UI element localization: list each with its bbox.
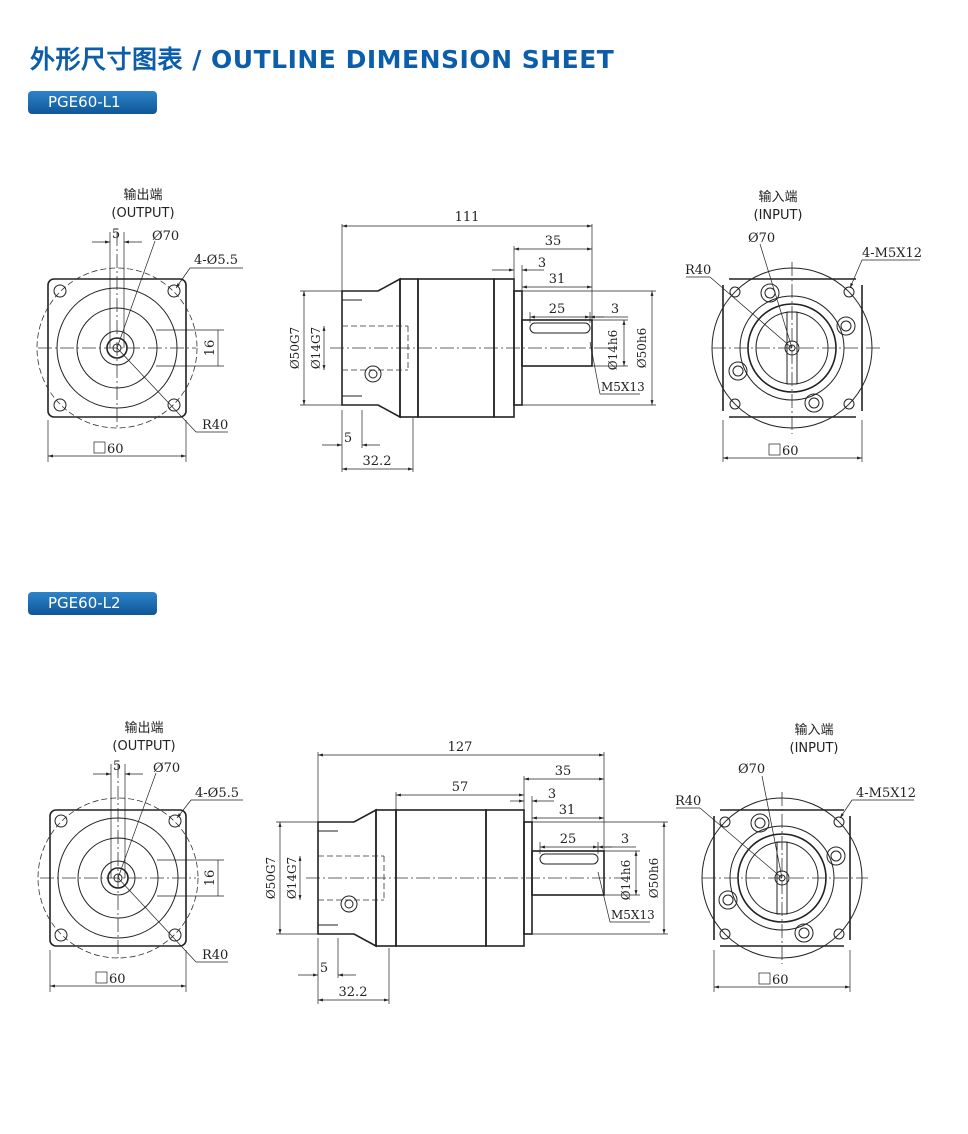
side-view-l2: 127 57 35 3 31 25 3 Ø50G7 Ø14G7 — [264, 740, 668, 1004]
dim-31: 31 — [559, 803, 576, 818]
screw-hole — [794, 923, 814, 943]
mount-hole — [53, 398, 67, 412]
output-view-l2: 输出端 (OUTPUT) 5 Ø70 4-Ø5.5 — [37, 720, 243, 992]
output-label-en: (OUTPUT) — [112, 739, 175, 754]
mount-hole — [53, 284, 67, 298]
dim-d70-input: Ø70 — [748, 231, 775, 246]
dim-35: 35 — [545, 234, 562, 249]
dim-key-length: 25 — [560, 832, 577, 847]
output-label-cn: 输出端 — [123, 187, 162, 203]
dim-key-width: 5 — [112, 227, 120, 242]
input-shaft — [531, 850, 605, 896]
dim-m5x13: M5X13 — [611, 908, 655, 922]
flange-circle — [36, 267, 198, 429]
dim-5-side: 5 — [320, 961, 328, 976]
screw-hole — [718, 890, 738, 910]
key — [539, 853, 599, 865]
dim-key-width: 5 — [113, 759, 121, 774]
screw-hole — [804, 393, 824, 413]
dim-sq60: 60 — [107, 442, 124, 457]
mount-hole — [168, 928, 182, 942]
dim-overall-length: 127 — [448, 740, 473, 755]
dim-16: 16 — [203, 870, 218, 887]
dim-r40-input: R40 — [675, 794, 701, 809]
dim-holes: 4-Ø5.5 — [194, 253, 238, 268]
dim-r40-input: R40 — [685, 263, 711, 278]
dim-35: 35 — [555, 764, 572, 779]
dim-r40: R40 — [202, 418, 228, 433]
dim-d70: Ø70 — [152, 229, 179, 244]
dim-57: 57 — [452, 780, 469, 795]
dim-m5x13: M5X13 — [601, 380, 645, 394]
dim-d70-input: Ø70 — [738, 762, 765, 777]
dim-5-side: 5 — [344, 431, 352, 446]
model-badge-l2: PGE60-L2 — [28, 592, 157, 615]
mount-hole — [168, 814, 182, 828]
dim-3-key: 3 — [611, 302, 619, 317]
input-label-cn: 输入端 — [758, 189, 797, 205]
dim-d14g7: Ø14G7 — [285, 857, 299, 899]
dim-sq60: 60 — [109, 972, 126, 987]
output-view-l1: 输出端 (OUTPUT) 5 Ø70 4-Ø5.5 — [36, 187, 243, 462]
dim-d50h6: Ø50h6 — [647, 858, 661, 898]
side-view-l1: 111 35 3 31 25 3 Ø50G7 Ø14G7 — [288, 210, 656, 472]
dim-screws: 4-M5X12 — [856, 786, 916, 801]
screw-hole — [836, 316, 856, 336]
dim-3-shoulder: 3 — [538, 256, 546, 271]
screw-hole — [750, 813, 770, 833]
input-view-l1: 输入端 (INPUT) — [685, 189, 922, 462]
input-shaft — [521, 319, 593, 367]
dim-overall-length: 111 — [455, 210, 480, 225]
mount-hole — [167, 284, 181, 298]
output-label-en: (OUTPUT) — [111, 206, 174, 221]
dim-screws: 4-M5X12 — [862, 246, 922, 261]
dim-holes: 4-Ø5.5 — [195, 786, 239, 801]
dim-d14h6: Ø14h6 — [606, 330, 620, 370]
key — [529, 322, 591, 334]
dim-32-2: 32.2 — [363, 454, 392, 469]
dim-r40: R40 — [202, 948, 228, 963]
dim-sq60-input: 60 — [772, 973, 789, 988]
drawing-l1: 输出端 (OUTPUT) 5 Ø70 4-Ø5.5 — [36, 187, 922, 472]
dim-d14g7: Ø14G7 — [309, 327, 323, 369]
dim-d50g7: Ø50G7 — [264, 857, 278, 899]
dim-d14h6: Ø14h6 — [619, 860, 633, 900]
dim-3-key: 3 — [621, 832, 629, 847]
mount-hole — [167, 398, 181, 412]
dim-3-shoulder: 3 — [548, 787, 556, 802]
dim-sq60-input: 60 — [782, 444, 799, 459]
input-label-en: (INPUT) — [790, 741, 839, 756]
dim-16: 16 — [203, 340, 218, 357]
screw-hole — [760, 283, 780, 303]
screw-hole — [728, 361, 748, 381]
input-view-l2: 输入端 (INPUT) — [675, 722, 916, 992]
square-symbol — [93, 441, 106, 454]
dim-d50h6: Ø50h6 — [635, 328, 649, 368]
output-label-cn: 输出端 — [124, 720, 163, 736]
screw-hole — [826, 846, 846, 866]
dim-d70: Ø70 — [153, 761, 180, 776]
dim-32-2: 32.2 — [339, 985, 368, 1000]
dim-key-length: 25 — [549, 302, 566, 317]
dim-31: 31 — [549, 272, 566, 287]
model-badge-l1: PGE60-L1 — [28, 91, 157, 114]
dim-d50g7: Ø50G7 — [288, 327, 302, 369]
mount-hole — [54, 928, 68, 942]
page-title: 外形尺寸图表 / OUTLINE DIMENSION SHEET — [30, 45, 615, 74]
input-label-cn: 输入端 — [794, 722, 833, 738]
mount-hole — [54, 814, 68, 828]
input-label-en: (INPUT) — [754, 208, 803, 223]
drawing-l2: 输出端 (OUTPUT) 5 Ø70 4-Ø5.5 — [37, 720, 916, 1004]
